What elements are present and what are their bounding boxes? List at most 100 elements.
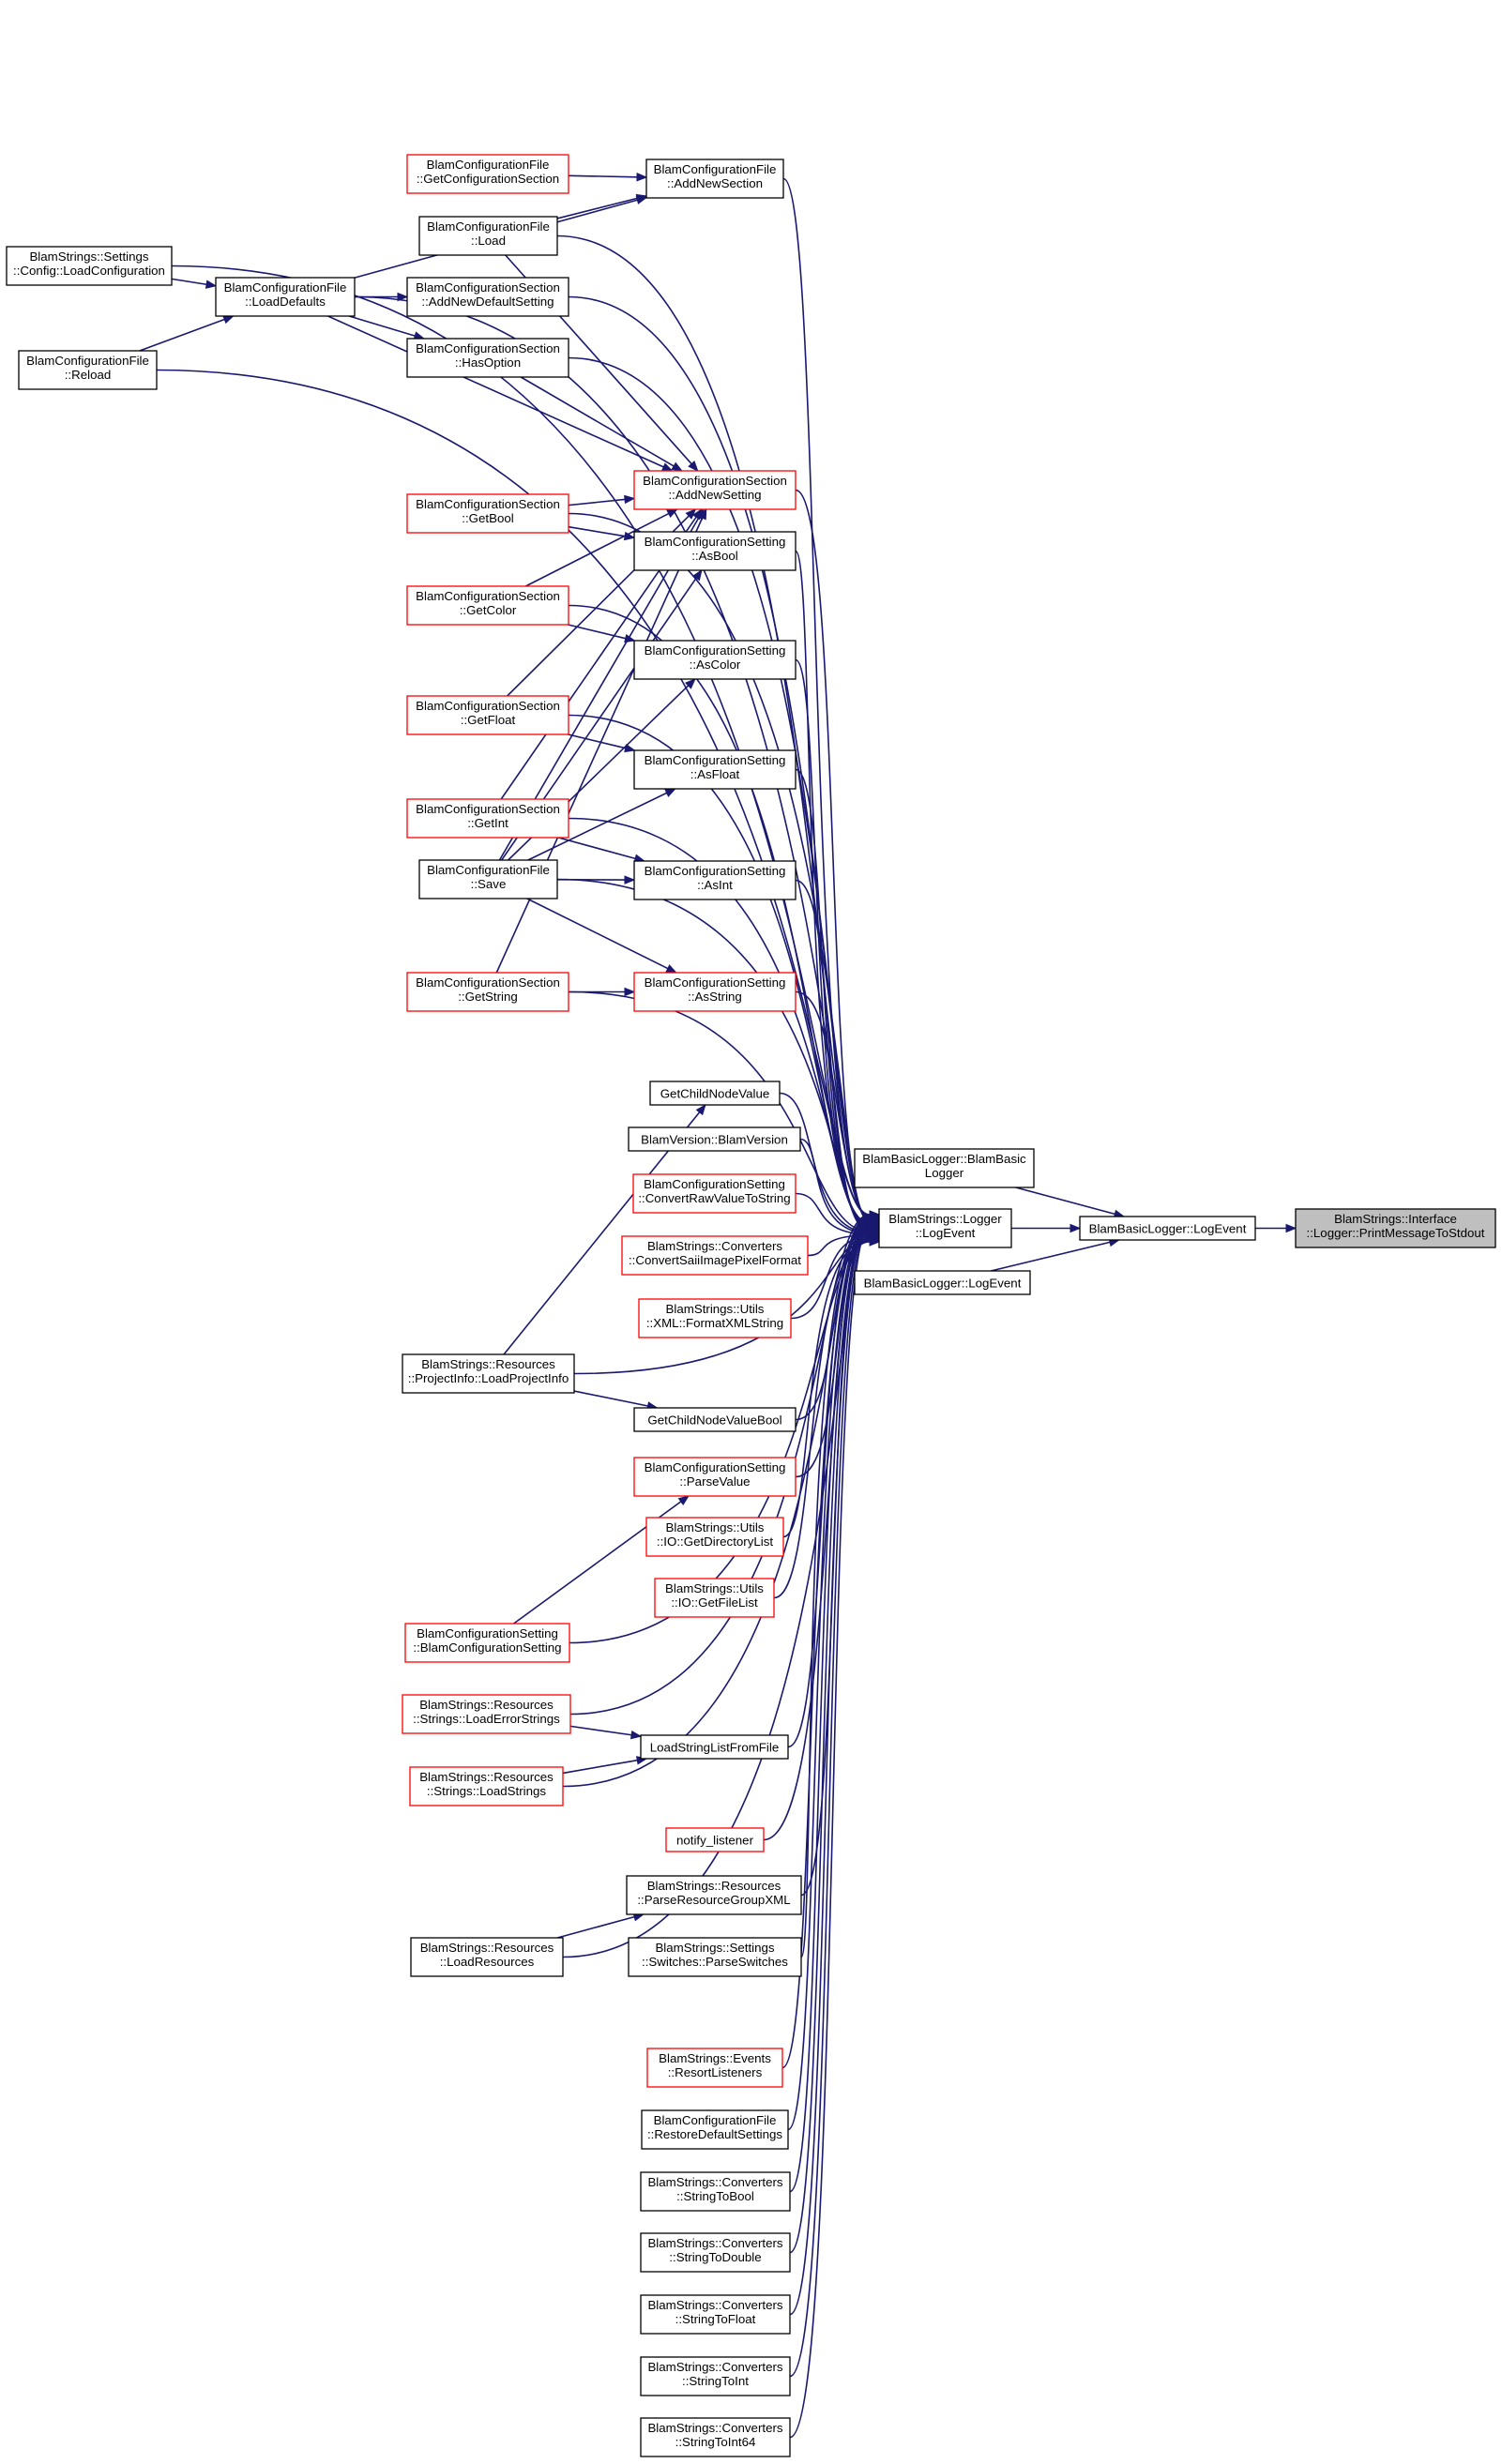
node-string-to-float[interactable]: BlamStrings::Converters::StringToFloat [640, 2294, 791, 2335]
node-label-line: ::GetFloat [461, 713, 516, 727]
edge-file_save-to-as_int-arrowhead [624, 875, 636, 884]
edge-logger_logevent-to-basic_logevent_a-arrowhead [1070, 1223, 1082, 1233]
node-box [404, 1623, 570, 1663]
node-as-color[interactable]: BlamConfigurationSetting::AsColor [633, 640, 797, 680]
edge-load_project_info-to-get_child_node_value-arrowhead [695, 1103, 706, 1116]
node-label-line: ::IO::GetFileList [671, 1595, 758, 1610]
node-label-line: BlamStrings::Resources [647, 1879, 781, 1893]
node-as-float[interactable]: BlamConfigurationSetting::AsFloat [633, 749, 797, 790]
node-add-new-section[interactable]: BlamConfigurationFile::AddNewSection [645, 159, 784, 199]
node-load-defaults[interactable]: BlamConfigurationFile::LoadDefaults [215, 277, 356, 317]
node-box [18, 350, 158, 390]
node-label-line: ::AddNewSetting [668, 488, 761, 502]
node-load-resources[interactable]: BlamStrings::Resources::LoadResources [410, 1937, 564, 1977]
node-load-configuration[interactable]: BlamStrings::Settings::Config::LoadConfi… [6, 246, 173, 286]
node-load-strings[interactable]: BlamStrings::Resources::Strings::LoadStr… [409, 1766, 564, 1806]
node-box [633, 749, 797, 790]
node-convert-raw-value[interactable]: BlamConfigurationSetting::ConvertRawValu… [632, 1173, 797, 1214]
edge-load_defaults-to-add_new_default_setting-arrowhead [397, 292, 409, 302]
node-parse-resource-group[interactable]: BlamStrings::Resources::ParseResourceGro… [626, 1875, 802, 1915]
node-load-error-strings[interactable]: BlamStrings::Resources::Strings::LoadErr… [402, 1694, 571, 1734]
edge-get_float-to-as_float-arrowhead [624, 743, 636, 753]
node-label-line: BlamConfigurationFile [427, 863, 550, 877]
node-label-line: BlamConfigurationSection [416, 802, 560, 816]
node-get-color[interactable]: BlamConfigurationSection::GetColor [406, 585, 569, 626]
node-box [406, 154, 569, 194]
node-file-load[interactable]: BlamConfigurationFile::Load [418, 216, 558, 256]
node-box [410, 1937, 564, 1977]
node-resort-listeners[interactable]: BlamStrings::Events::ResortListeners [646, 2048, 783, 2088]
node-convert-saii[interactable]: BlamStrings::Converters::ConvertSaiiImag… [621, 1235, 809, 1276]
node-string-to-int64[interactable]: BlamStrings::Converters::StringToInt64 [640, 2417, 791, 2457]
edge-get_bool-to-add_new_setting-arrowhead [624, 494, 636, 505]
edge-load_project_info-to-get_child_node_value-line [503, 1111, 701, 1355]
node-label-line: ::GetString [458, 990, 518, 1004]
node-string-to-bool[interactable]: BlamStrings::Converters::StringToBool [640, 2171, 791, 2212]
node-file-save[interactable]: BlamConfigurationFile::Save [418, 859, 558, 899]
node-add-new-setting[interactable]: BlamConfigurationSection::AddNewSetting [633, 470, 797, 510]
node-label-line: ::BlamConfigurationSetting [413, 1640, 561, 1655]
node-parse-value[interactable]: BlamConfigurationSetting::ParseValue [633, 1457, 797, 1497]
node-parse-switches[interactable]: BlamStrings::Settings::Switches::ParseSw… [628, 1937, 802, 1977]
node-label-line: ::ConvertSaiiImagePixelFormat [629, 1253, 801, 1267]
edge-get_color-to-as_color-line [568, 624, 626, 640]
node-get-child-node-value[interactable]: GetChildNodeValue [649, 1081, 781, 1106]
edge-get_bool-to-as_bool-arrowhead [623, 531, 636, 541]
node-get-bool[interactable]: BlamConfigurationSection::GetBool [406, 493, 569, 534]
node-get-int[interactable]: BlamConfigurationSection::GetInt [406, 798, 569, 839]
node-box [645, 1517, 784, 1557]
node-basic-logevent-a[interactable]: BlamBasicLogger::LogEvent [1079, 1216, 1256, 1241]
node-label-line: BlamStrings::Converters [647, 2421, 782, 2435]
edge-string_to_int64-to-logger_logevent-arrowhead [869, 1222, 881, 1232]
node-box [633, 1407, 797, 1432]
node-label-line: GetChildNodeValueBool [647, 1413, 781, 1428]
node-add-new-default-setting[interactable]: BlamConfigurationSection::AddNewDefaultS… [406, 277, 569, 317]
node-basic-logger-ctor[interactable]: BlamBasicLogger::BlamBasicLogger [854, 1148, 1035, 1188]
node-label-line: BlamConfigurationSection [416, 497, 560, 511]
node-string-to-double[interactable]: BlamStrings::Converters::StringToDouble [640, 2232, 791, 2273]
edge-load_error_strings-to-load_string_list-arrowhead [630, 1731, 643, 1740]
node-file-reload[interactable]: BlamConfigurationFile::Reload [18, 350, 158, 390]
node-get-directory-list[interactable]: BlamStrings::Utils::IO::GetDirectoryList [645, 1517, 784, 1557]
node-logger-logevent[interactable]: BlamStrings::Logger::LogEvent [878, 1208, 1012, 1248]
node-get-config-section[interactable]: BlamConfigurationFile::GetConfigurationS… [406, 154, 569, 194]
node-label-line: ::LoadDefaults [245, 295, 326, 309]
node-get-string[interactable]: BlamConfigurationSection::GetString [406, 972, 569, 1012]
node-blam-version[interactable]: BlamVersion::BlamVersion [628, 1126, 801, 1152]
node-as-string[interactable]: BlamConfigurationSetting::AsString [633, 972, 797, 1012]
node-label-line: ::AsFloat [690, 767, 740, 781]
node-string-to-int[interactable]: BlamStrings::Converters::StringToInt [640, 2356, 791, 2396]
node-box [646, 2048, 783, 2088]
node-restore-defaults[interactable]: BlamConfigurationFile::RestoreDefaultSet… [641, 2109, 789, 2150]
node-label-line: LoadStringListFromFile [650, 1741, 779, 1755]
node-box [645, 159, 784, 199]
node-get-file-list[interactable]: BlamStrings::Utils::IO::GetFileList [654, 1578, 775, 1618]
edge-file_save-to-as_color-arrowhead [685, 678, 696, 689]
node-setting-ctor[interactable]: BlamConfigurationSetting::BlamConfigurat… [404, 1623, 570, 1663]
node-load-string-list[interactable]: LoadStringListFromFile [640, 1734, 789, 1760]
node-label-line: ::GetColor [460, 603, 517, 617]
node-box [621, 1235, 809, 1276]
node-as-bool[interactable]: BlamConfigurationSetting::AsBool [633, 531, 797, 571]
node-box [406, 338, 569, 378]
node-notify-listener[interactable]: notify_listener [665, 1827, 765, 1852]
node-basic-logevent-b[interactable]: BlamBasicLogger::LogEvent [854, 1270, 1031, 1295]
node-label-line: ::RestoreDefaultSettings [647, 2127, 782, 2141]
node-label-line: BlamStrings::Settings [29, 249, 148, 264]
node-box [878, 1208, 1012, 1248]
node-format-xml[interactable]: BlamStrings::Utils::XML::FormatXMLString [638, 1298, 792, 1338]
node-box [640, 1734, 789, 1760]
node-get-float[interactable]: BlamConfigurationSection::GetFloat [406, 695, 569, 735]
node-load-project-info[interactable]: BlamStrings::Resources::ProjectInfo::Loa… [402, 1353, 575, 1394]
node-label-line: ::AsInt [697, 878, 733, 892]
node-label-line: ::GetConfigurationSection [417, 172, 559, 186]
edge-get_float-to-as_float-line [568, 733, 626, 749]
edge-setting_ctor-to-parse_value-arrowhead [677, 1495, 690, 1506]
node-has-option[interactable]: BlamConfigurationSection::HasOption [406, 338, 569, 378]
node-label-line: ::LoadResources [440, 1955, 535, 1969]
node-print-msg[interactable]: BlamStrings::Interface::Logger::PrintMes… [1295, 1208, 1496, 1248]
edge-get_config_section-to-add_new_section-arrowhead [636, 173, 648, 182]
node-get-child-node-value-bool[interactable]: GetChildNodeValueBool [633, 1407, 797, 1432]
node-box [402, 1694, 571, 1734]
node-as-int[interactable]: BlamConfigurationSetting::AsInt [633, 860, 797, 900]
